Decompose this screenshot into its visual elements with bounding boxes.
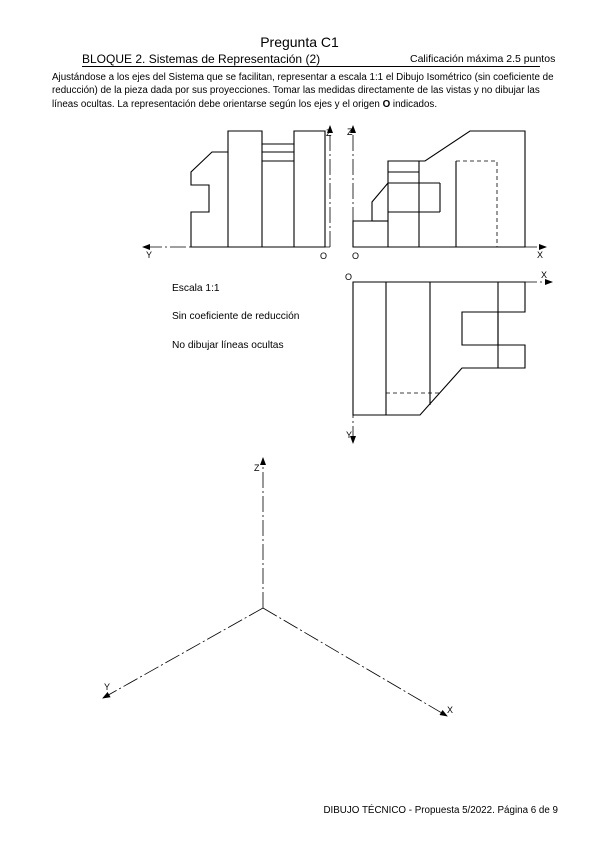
block-heading: BLOQUE 2. Sistemas de Representación (2)	[82, 52, 321, 66]
page-footer: DIBUJO TÉCNICO - Propuesta 5/2022. Págin…	[323, 805, 558, 816]
top-x-label: X	[541, 270, 547, 280]
max-score-label: Calificación máxima 2.5 puntos	[410, 53, 556, 65]
profile-view	[142, 125, 333, 250]
top-origin-label: O	[345, 272, 352, 282]
front-view	[350, 125, 547, 250]
top-notch	[461, 311, 498, 346]
profile-outline	[190, 130, 326, 248]
top-y-label: Y	[346, 430, 352, 440]
front-origin-label: O	[352, 251, 359, 261]
origin-letter: O	[382, 98, 391, 110]
no-reduction-note: Sin coeficiente de reducción	[172, 311, 300, 322]
profile-y-label: Y	[146, 250, 152, 260]
front-z-label: Z	[347, 127, 353, 137]
front-x-label: X	[537, 250, 543, 260]
profile-z-label: Z	[326, 128, 332, 138]
no-hidden-lines-note: No dibujar líneas ocultas	[172, 340, 284, 351]
instructions-text-end: indicados.	[390, 98, 438, 110]
header-rule	[82, 66, 540, 67]
iso-x-axis	[262, 607, 448, 717]
page-title: Pregunta C1	[260, 34, 339, 50]
iso-y-axis	[102, 607, 264, 699]
isometric-axes	[102, 457, 448, 717]
front-outline	[352, 130, 526, 248]
instructions-paragraph: Ajustándose a los ejes del Sistema que s…	[52, 71, 557, 111]
top-view	[350, 279, 553, 444]
iso-y-label: Y	[104, 682, 110, 692]
iso-z-label: Z	[254, 463, 260, 473]
top-outline	[352, 281, 526, 416]
profile-origin-label: O	[320, 251, 327, 261]
instructions-text: Ajustándose a los ejes del Sistema que s…	[52, 72, 554, 110]
front-hidden-line	[456, 160, 498, 247]
scale-note: Escala 1:1	[172, 283, 220, 294]
iso-x-label: X	[447, 705, 453, 715]
